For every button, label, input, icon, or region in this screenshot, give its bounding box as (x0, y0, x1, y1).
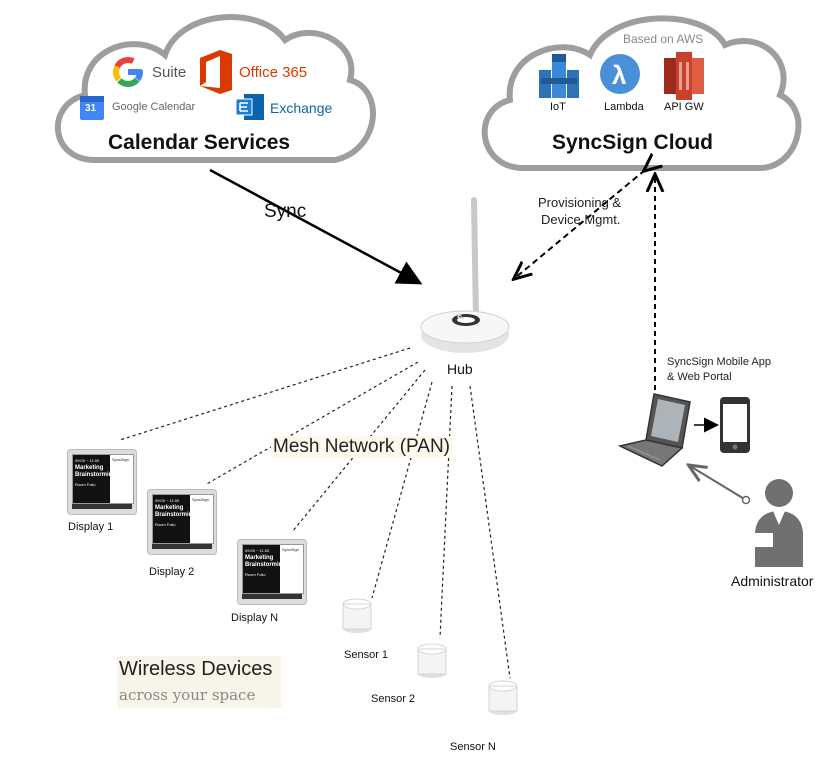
provisioning-label-line1: Provisioning & (538, 195, 622, 210)
provisioning-label-line2: Device Mgmt. (541, 212, 621, 227)
sensor-n-label: Sensor N (450, 741, 496, 753)
administrator-icon (753, 479, 803, 567)
lambda-symbol: λ (612, 60, 627, 90)
sync-label: Sync (264, 201, 307, 222)
hub-label: Hub (447, 361, 473, 377)
mobile-app-label-line2: & Web Portal (667, 371, 732, 383)
wireless-devices-subtitle: across your space (119, 686, 256, 704)
aws-subtitle: Based on AWS (623, 32, 704, 46)
provisioning-arrow (515, 170, 645, 278)
admin-pointer-arrow (690, 466, 747, 501)
display-device: 09:00 ~ 11:00 Marketing Brainstorming Ro… (237, 539, 307, 605)
display-2-label: Display 2 (149, 566, 195, 578)
office365-icon (200, 50, 232, 94)
mesh-network-label: Mesh Network (PAN) (271, 436, 453, 458)
sensor-1-label: Sensor 1 (344, 649, 389, 661)
mobile-app-label-line1: SyncSign Mobile App (667, 356, 771, 368)
calendar-services-title: Calendar Services (108, 131, 291, 154)
exchange-icon (235, 94, 264, 120)
gsuite-label: Suite (152, 64, 187, 81)
sensor-device (417, 643, 447, 678)
aws-lambda-icon (600, 54, 640, 94)
sensor-2-label: Sensor 2 (371, 693, 416, 705)
wireless-devices-title: Wireless Devices (119, 658, 273, 680)
administrator-label: Administrator (731, 573, 814, 589)
aws-api-gateway-icon (664, 52, 704, 100)
iot-label: IoT (550, 101, 566, 113)
exchange-label: Exchange (270, 100, 333, 116)
syncsign-cloud-title: SyncSign Cloud (552, 131, 714, 154)
hub-device (420, 197, 510, 353)
aws-iot-icon (539, 54, 579, 98)
display-n-label: Display N (231, 612, 279, 624)
sensor-device (342, 598, 372, 633)
google-calendar-day: 31 (85, 103, 97, 114)
lambda-label: Lambda (604, 101, 644, 113)
display-1-label: Display 1 (68, 521, 114, 533)
sensor-device (488, 680, 518, 715)
google-calendar-icon (80, 96, 104, 120)
sync-arrow (209, 168, 423, 285)
office365-label: Office 365 (239, 64, 308, 81)
display-device: 09:00 ~ 11:00 Marketing Brainstorming Ro… (67, 449, 137, 515)
display-device: 09:00 ~ 11:00 Marketing Brainstorming Ro… (147, 489, 217, 555)
phone-icon (720, 397, 750, 453)
hub-logo-icon: S (457, 314, 463, 323)
api-gw-label: API GW (664, 101, 704, 113)
google-calendar-label: Google Calendar (112, 101, 196, 113)
wireless-devices-caption: Wireless Devices across your space (117, 656, 281, 708)
laptop-icon (617, 393, 691, 467)
